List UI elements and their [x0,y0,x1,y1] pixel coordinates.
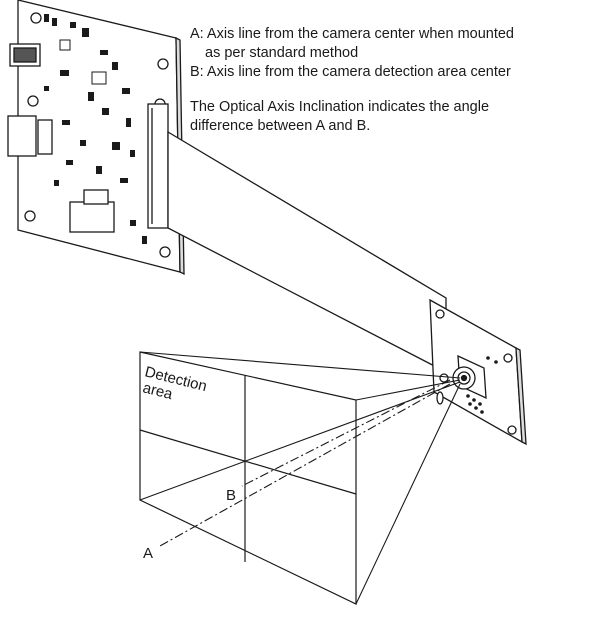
ribbon-cable [167,130,447,374]
axis-line-b [241,379,451,487]
axis-b-label: B [226,487,236,504]
detection-area-label-2: area [141,379,175,403]
legend-a-line-2: as per standard method [205,45,358,61]
main-board [7,0,185,276]
legend-a-line-1: A: Axis line from the camera center when… [190,26,514,42]
note-line-1: The Optical Axis Inclination indicates t… [190,99,489,115]
legend-b-line: B: Axis line from the camera detection a… [190,64,511,80]
note-line-2: difference between A and B. [190,118,370,134]
axis-line-a [159,383,451,547]
camera-pads [466,356,498,414]
camera-board [429,298,527,446]
board-components [44,14,147,244]
axis-lines [159,379,451,547]
axis-a-label: A [143,545,153,562]
